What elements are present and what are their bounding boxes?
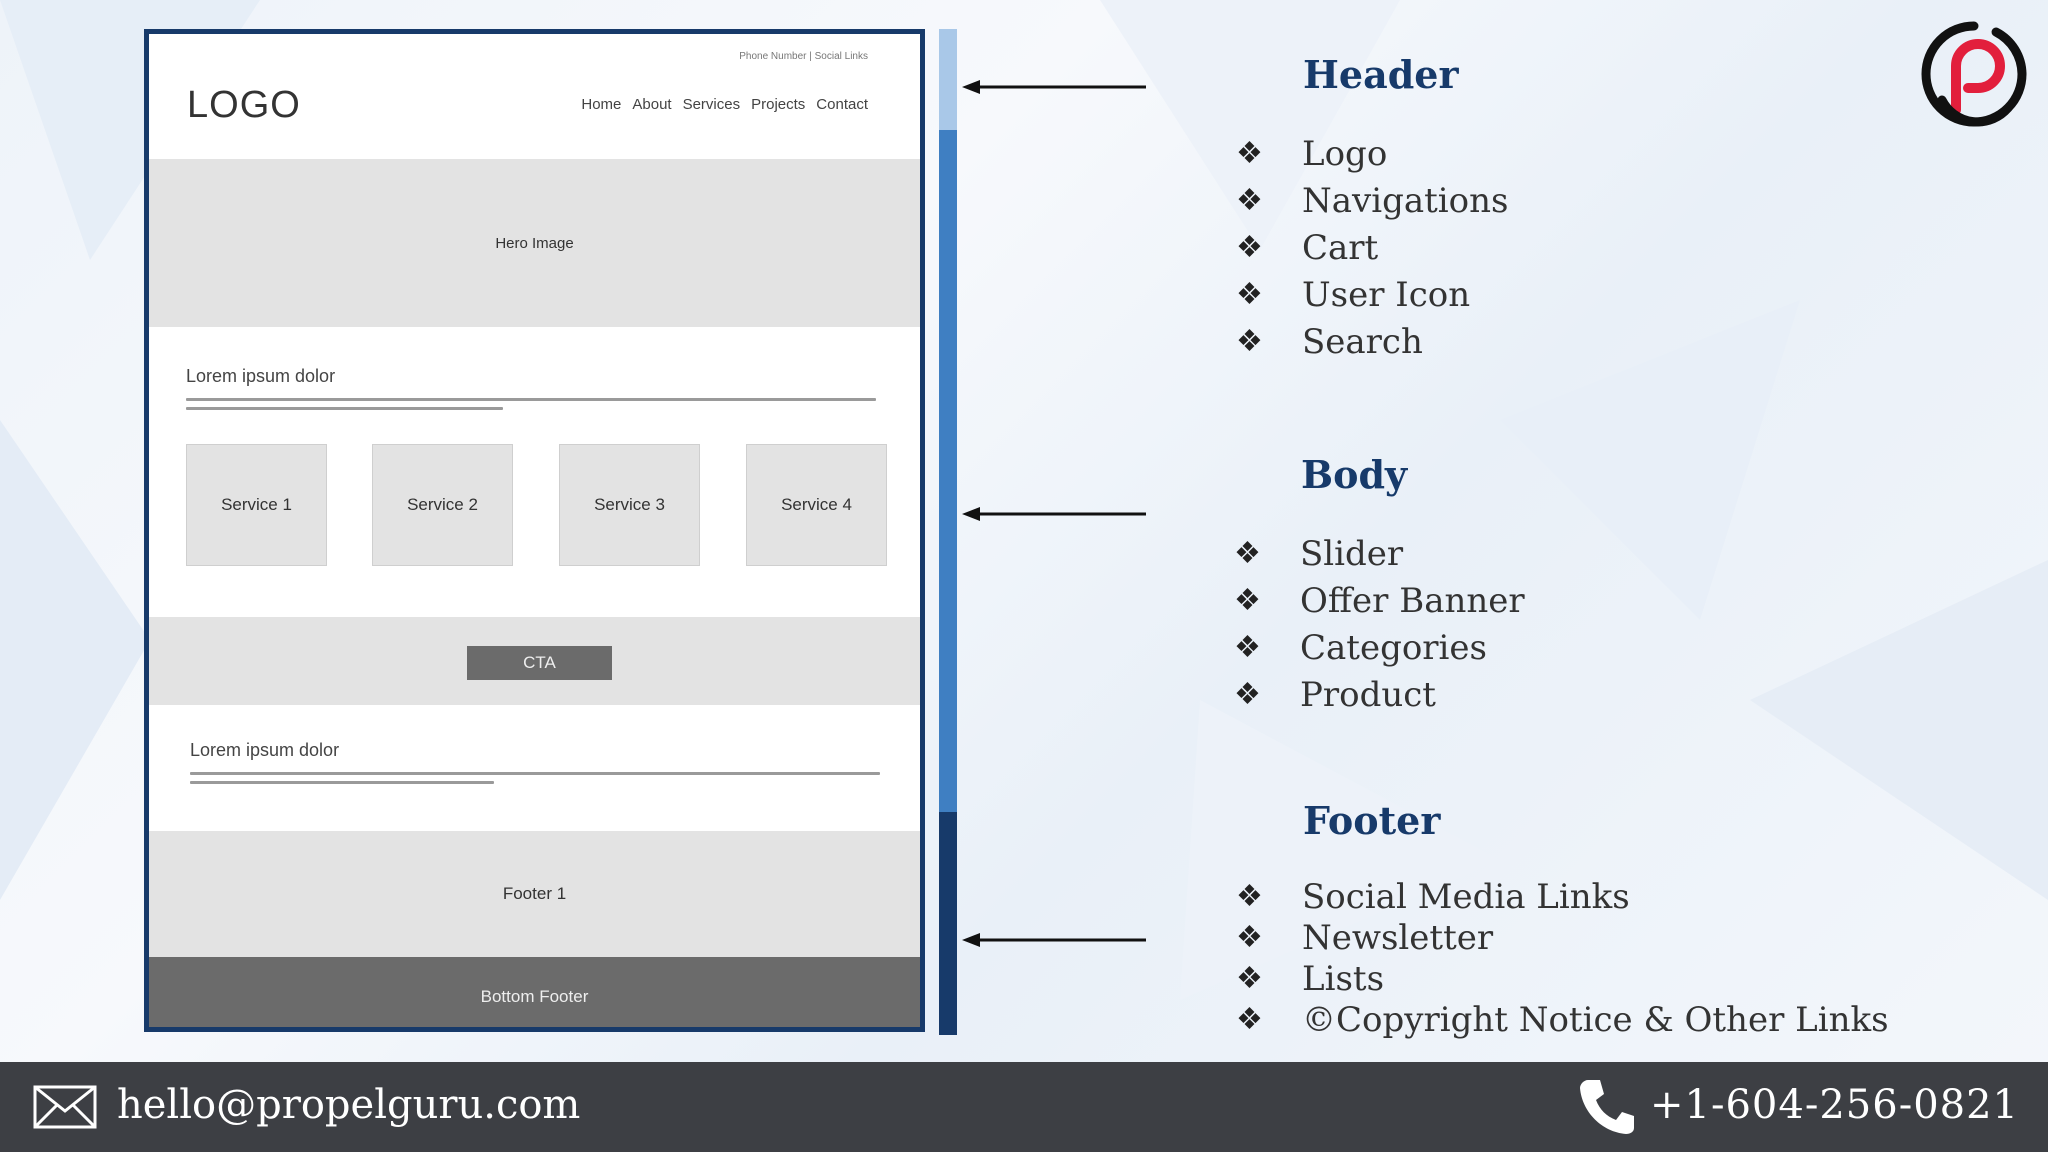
list-item-label: Social Media Links <box>1302 876 1630 917</box>
wireframe-section2-heading: Lorem ipsum dolor <box>190 740 340 760</box>
diamond-bullet-icon: ❖ <box>1236 183 1263 218</box>
list-item-label: Product <box>1300 674 1436 715</box>
list-item-label: Navigations <box>1302 180 1509 221</box>
contact-bar: hello@propelguru.com +1-604-256-0821 <box>0 1062 2048 1152</box>
diamond-bullet-icon: ❖ <box>1236 879 1263 914</box>
diamond-bullet-icon: ❖ <box>1236 230 1263 265</box>
arrow-left-icon <box>962 507 1146 521</box>
list-item: ❖ Search <box>1236 318 1509 365</box>
wireframe-nav-about: About <box>632 96 672 113</box>
wireframe-nav-contact: Contact <box>816 96 868 113</box>
list-item-label: ©Copyright Notice & Other Links <box>1302 999 1889 1040</box>
wireframe-nav-services: Services <box>682 96 741 113</box>
diamond-bullet-icon: ❖ <box>1236 324 1263 359</box>
bar-segment-body <box>939 130 957 812</box>
diamond-bullet-icon: ❖ <box>1236 277 1263 312</box>
wireframe-service-2-label: Service 2 <box>407 495 478 514</box>
list-item: ❖ Slider <box>1234 530 1525 577</box>
diamond-bullet-icon: ❖ <box>1234 536 1261 571</box>
list-item: ❖ Logo <box>1236 130 1509 177</box>
list-item-label: Categories <box>1300 627 1487 668</box>
list-item: ❖ Lists <box>1236 958 1889 999</box>
list-item: ❖ Categories <box>1234 624 1525 671</box>
diamond-bullet-icon: ❖ <box>1234 583 1261 618</box>
wireframe-footer1-label: Footer 1 <box>502 884 567 903</box>
diamond-bullet-icon: ❖ <box>1234 630 1261 665</box>
wireframe-section2-text <box>190 772 880 790</box>
wireframe-mockup: Phone Number | Social Links LOGO Home Ab… <box>144 29 925 1032</box>
footer-section-list: ❖ Social Media Links ❖ Newsletter ❖ Lists ❖… <box>1236 876 1889 1040</box>
wireframe-service-1-label: Service 1 <box>221 495 292 514</box>
contact-phone[interactable]: +1-604-256-0821 <box>1650 1082 2020 1128</box>
diamond-bullet-icon: ❖ <box>1236 136 1263 171</box>
wireframe-bottom-footer-label: Bottom Footer <box>480 987 589 1006</box>
wireframe-logo: LOGO <box>187 84 301 126</box>
list-item-label: Slider <box>1300 533 1404 574</box>
list-item: ❖ Navigations <box>1236 177 1509 224</box>
footer-section-title: Footer <box>1303 798 1441 843</box>
wireframe-bottom-footer: Bottom Footer <box>149 957 920 1027</box>
phone-icon <box>1580 1080 1634 1134</box>
diamond-bullet-icon: ❖ <box>1236 961 1263 996</box>
wireframe-section1-text <box>186 398 876 416</box>
wireframe-top-links: Phone Number | Social Links <box>739 51 868 62</box>
bar-segment-footer <box>939 812 957 1035</box>
list-item: ❖ Newsletter <box>1236 917 1889 958</box>
list-item-label: Newsletter <box>1302 917 1494 958</box>
list-item: ❖ Offer Banner <box>1234 577 1525 624</box>
list-item-label: Lists <box>1302 958 1385 999</box>
wireframe-service-3-label: Service 3 <box>594 495 665 514</box>
wireframe-footer1: Footer 1 <box>149 831 920 957</box>
header-section-list: ❖ Logo ❖ Navigations ❖ Cart ❖ User Icon ❖ Sea… <box>1236 130 1509 365</box>
wireframe-hero-label: Hero Image <box>495 234 574 252</box>
body-section-title: Body <box>1301 452 1408 497</box>
arrow-left-icon <box>962 80 1146 94</box>
body-section-list: ❖ Slider ❖ Offer Banner ❖ Categories ❖ Produ… <box>1234 530 1525 718</box>
list-item-label: Search <box>1302 321 1423 362</box>
header-section-title: Header <box>1303 52 1459 97</box>
wireframe-nav-projects: Projects <box>751 96 806 113</box>
wireframe-service-1: Service 1 <box>186 444 327 566</box>
list-item: ❖ Cart <box>1236 224 1509 271</box>
list-item-label: Offer Banner <box>1300 580 1525 621</box>
diamond-bullet-icon: ❖ <box>1236 920 1263 955</box>
wireframe-service-2: Service 2 <box>372 444 513 566</box>
list-item-label: User Icon <box>1302 274 1471 315</box>
list-item-label: Cart <box>1302 227 1379 268</box>
list-item: ❖ Product <box>1234 671 1525 718</box>
list-item-label: Logo <box>1302 133 1388 174</box>
email-icon <box>33 1085 97 1129</box>
list-item: ❖ ©Copyright Notice & Other Links <box>1236 999 1889 1040</box>
wireframe-service-4-label: Service 4 <box>781 495 852 514</box>
wireframe-nav: Home About Services Projects Contact <box>581 96 868 113</box>
wireframe-cta-button: CTA <box>467 646 612 680</box>
list-item: ❖ User Icon <box>1236 271 1509 318</box>
brand-logo-icon <box>1921 21 2027 127</box>
wireframe-service-4: Service 4 <box>746 444 887 566</box>
bar-segment-header <box>939 29 957 130</box>
arrow-left-icon <box>962 933 1146 947</box>
wireframe-section1-heading: Lorem ipsum dolor <box>186 366 336 386</box>
list-item: ❖ Social Media Links <box>1236 876 1889 917</box>
diamond-bullet-icon: ❖ <box>1236 1002 1263 1037</box>
contact-email[interactable]: hello@propelguru.com <box>117 1082 581 1128</box>
wireframe-hero: Hero Image <box>149 159 920 327</box>
wireframe-nav-home: Home <box>581 96 622 113</box>
wireframe-service-3: Service 3 <box>559 444 700 566</box>
diamond-bullet-icon: ❖ <box>1234 677 1261 712</box>
